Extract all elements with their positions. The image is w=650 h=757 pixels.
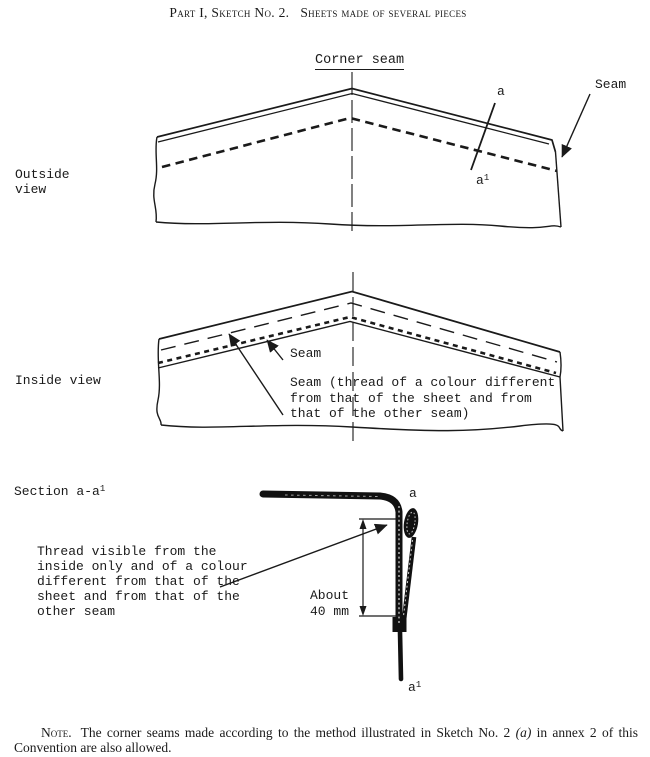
outside-label-a1: a1: [476, 173, 490, 188]
inside-seam-label: Seam: [290, 346, 322, 361]
section-sheet-tail: [397, 629, 404, 682]
outside-right-edge: [554, 151, 562, 228]
inside-right-edge: [559, 351, 564, 432]
stitch-texture-loop: [406, 511, 416, 535]
inside-seam-thread-arrow: [228, 333, 284, 416]
inside-view-label: Inside view: [15, 373, 101, 388]
inside-seam-longdash-line: [160, 302, 558, 363]
outside-view-drawing: [153, 72, 591, 231]
outside-bottom-edge: [155, 221, 562, 229]
inside-band-bottom-edge: [157, 320, 561, 378]
section-drawing: [219, 490, 419, 682]
inside-seam-note: Seam (thread of a colour different from …: [290, 375, 556, 421]
inside-seam-arrow: [266, 339, 284, 361]
outside-seam-edge-outer: [156, 87, 557, 153]
section-cut-line: [470, 102, 496, 171]
inside-bottom-edge: [160, 423, 564, 432]
section-label-a1: a1: [408, 680, 422, 695]
section-label: Section a-a1: [14, 484, 106, 499]
section-band-foot: [392, 617, 407, 632]
section-seam-loop: [403, 508, 419, 538]
footnote-italic-a: (a): [515, 724, 532, 740]
outside-seam-dashed-line: [161, 116, 558, 173]
inside-left-edge: [156, 338, 162, 426]
stitch-texture-diagonal: [403, 539, 413, 617]
corner-seam-heading: Corner seam: [315, 53, 405, 70]
page-title: Part I, Sketch No. 2. Sheets made of sev…: [169, 5, 467, 20]
dimension-arrow-down: [359, 606, 367, 616]
footnote-label: Note.: [41, 724, 72, 740]
outside-left-edge: [153, 136, 158, 223]
section-label-a: a: [409, 486, 417, 501]
dimension-arrow-up: [359, 519, 367, 529]
footnote-text-1: The corner seams made according to the m…: [80, 724, 516, 740]
thread-pointer-arrow: [219, 523, 388, 588]
outside-seam-label: Seam: [595, 77, 627, 92]
dimension-label: About 40 mm: [310, 588, 350, 619]
section-thread-note: Thread visible from the inside only and …: [37, 544, 248, 619]
outside-seam-edge-inner: [157, 92, 550, 145]
inside-top-edge: [158, 290, 561, 353]
outside-label-a: a: [497, 84, 505, 99]
footnote-text-2: in annex 2 of this Convention are also a…: [14, 724, 638, 756]
inside-view-drawing: [156, 272, 564, 443]
outside-view-label: Outside view: [15, 167, 70, 197]
footnote: Note. The corner seams made according to …: [14, 725, 638, 756]
section-seam-band: [401, 536, 417, 621]
outside-seam-arrow: [561, 93, 591, 158]
